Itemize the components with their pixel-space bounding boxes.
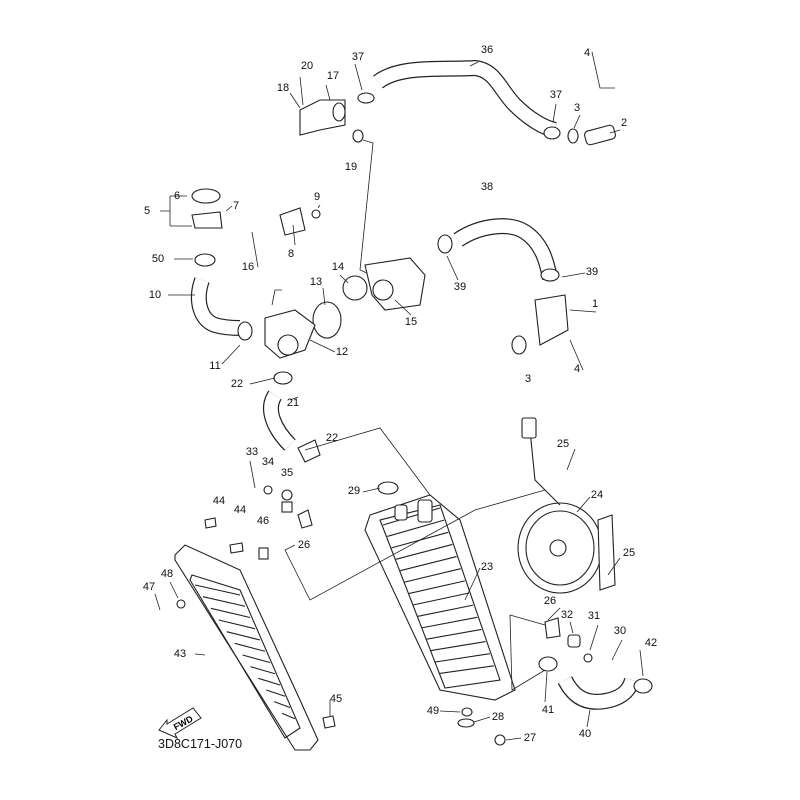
callout-label[interactable]: 38: [480, 181, 494, 193]
callout-label[interactable]: 11: [209, 360, 221, 372]
callout-label[interactable]: 4: [573, 363, 581, 375]
callout-label[interactable]: 2: [620, 117, 628, 129]
callout-label[interactable]: 16: [241, 261, 255, 273]
callout-label[interactable]: 32: [560, 609, 574, 621]
callout-label[interactable]: 44: [212, 495, 226, 507]
callout-label[interactable]: 45: [329, 693, 343, 705]
callout-label[interactable]: 10: [148, 289, 162, 301]
hose-36: [373, 59, 557, 138]
callout-label[interactable]: 47: [142, 581, 156, 593]
callout-label[interactable]: 48: [160, 568, 174, 580]
callout-label[interactable]: 21: [286, 397, 300, 409]
callout-label[interactable]: 36: [480, 44, 494, 56]
callout-label[interactable]: 37: [351, 51, 365, 63]
callout-label[interactable]: 44: [233, 504, 247, 516]
callout-label[interactable]: 33: [245, 446, 259, 458]
callout-label[interactable]: 15: [404, 316, 418, 328]
callout-label[interactable]: 39: [453, 281, 467, 293]
callout-label[interactable]: 24: [590, 489, 604, 501]
callout-label[interactable]: 17: [326, 70, 340, 82]
callout-label[interactable]: 7: [232, 200, 240, 212]
callout-label[interactable]: 43: [173, 648, 187, 660]
leader-lines: [154, 51, 644, 741]
callout-label[interactable]: 22: [325, 432, 339, 444]
callout-label[interactable]: 14: [331, 261, 345, 273]
hose-38: [453, 218, 558, 280]
callout-label[interactable]: 19: [344, 161, 358, 173]
small-parts: [176, 92, 653, 746]
callout-label[interactable]: 49: [426, 705, 440, 717]
callout-label[interactable]: 39: [585, 266, 599, 278]
callout-label[interactable]: 5: [143, 205, 151, 217]
callout-label[interactable]: 34: [261, 456, 275, 468]
callout-label[interactable]: 35: [280, 467, 294, 479]
fan-24: [517, 417, 616, 594]
callout-label[interactable]: 12: [335, 346, 349, 358]
callout-label[interactable]: 13: [309, 276, 323, 288]
radiator-23: [364, 494, 516, 701]
callout-label[interactable]: 46: [256, 515, 270, 527]
callout-label[interactable]: 4: [583, 47, 591, 59]
callout-label[interactable]: 9: [313, 191, 321, 203]
callout-label[interactable]: 26: [297, 539, 311, 551]
callout-label[interactable]: 41: [541, 704, 555, 716]
callout-label[interactable]: 18: [276, 82, 290, 94]
callout-label[interactable]: 8: [287, 248, 295, 260]
callout-label[interactable]: 3: [573, 102, 581, 114]
callout-label[interactable]: 31: [587, 610, 601, 622]
callout-label[interactable]: 1: [591, 298, 599, 310]
callout-label[interactable]: 50: [151, 253, 165, 265]
callout-label[interactable]: 37: [549, 89, 563, 101]
callout-label[interactable]: 30: [613, 625, 627, 637]
callout-label[interactable]: 27: [523, 732, 537, 744]
callout-label[interactable]: 42: [644, 637, 658, 649]
callout-label[interactable]: 40: [578, 728, 592, 740]
callout-label[interactable]: 3: [524, 373, 532, 385]
hose-21: [263, 390, 296, 451]
callout-label[interactable]: 22: [230, 378, 244, 390]
callout-label[interactable]: 6: [173, 190, 181, 202]
callout-label[interactable]: 25: [622, 547, 636, 559]
callout-label[interactable]: 20: [300, 60, 314, 72]
callout-label[interactable]: 29: [347, 485, 361, 497]
hose-10: [190, 277, 241, 336]
callout-label[interactable]: 28: [491, 711, 505, 723]
callout-label[interactable]: 26: [543, 595, 557, 607]
shroud-43: [174, 544, 319, 751]
callout-label[interactable]: 25: [556, 438, 570, 450]
hose-40: [557, 676, 640, 710]
diagram-code: 3D8C171-J070: [158, 737, 243, 751]
callout-label[interactable]: 23: [480, 561, 494, 573]
fwd-arrow-icon: FWD: [158, 707, 202, 740]
